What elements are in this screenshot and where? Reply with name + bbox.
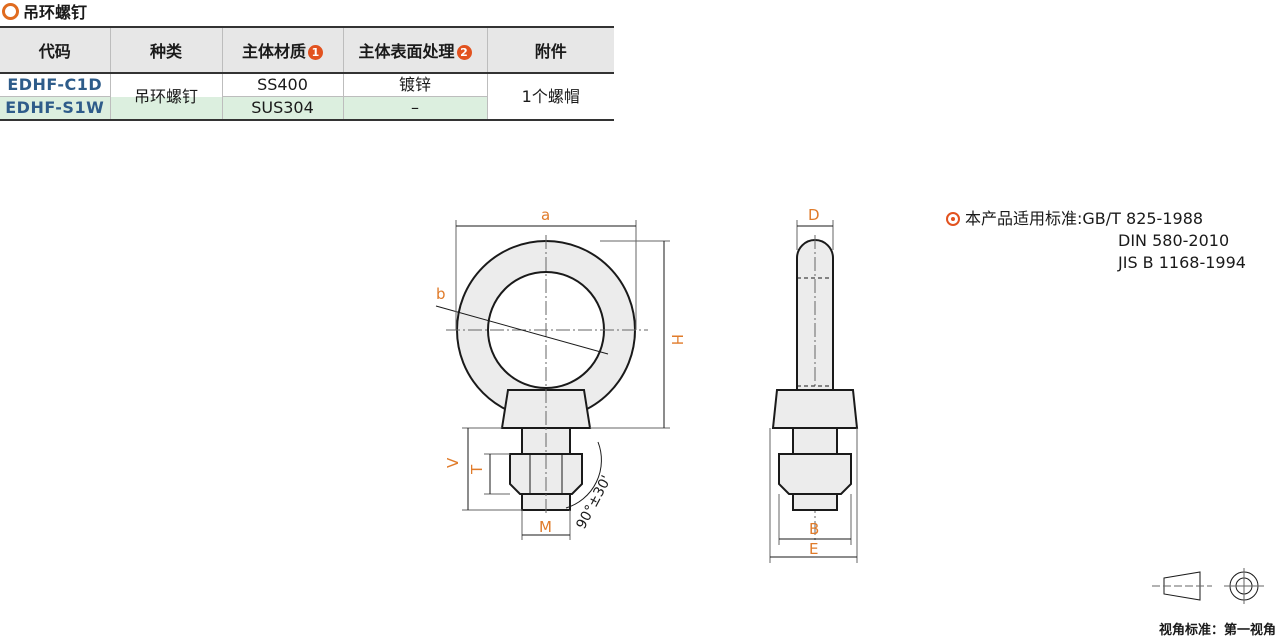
projection-label: 视角标准：第一视角	[1158, 623, 1276, 638]
header-code: 代码	[0, 26, 110, 74]
table-row: EDHF-S1W 吊环螺钉 SUS304 –	[0, 87, 614, 121]
standards-block: 本产品适用标准:GB/T 825-1988 DIN 580-2010 JIS B…	[946, 208, 1246, 274]
projection-cone-icon	[1163, 571, 1201, 601]
cell-kind: 吊环螺钉	[109, 87, 222, 121]
dim-t-label: T	[468, 464, 486, 475]
dim-m-label: M	[539, 518, 552, 536]
cell-material: SS400	[221, 73, 343, 97]
angle-arc	[565, 441, 602, 509]
dim-d-label: D	[808, 206, 820, 224]
side-thread-tip	[792, 493, 838, 511]
header-accessory: 附件	[486, 26, 614, 74]
note-1-badge: 1	[308, 45, 323, 60]
standards-label: 本产品适用标准:GB/T 825-1988	[965, 209, 1204, 228]
table-row: EDHF-C1D SS400 镀锌 1个螺帽	[0, 73, 614, 121]
cell-code[interactable]: EDHF-S1W	[0, 96, 110, 121]
dim-v-label: V	[444, 457, 462, 468]
b-leader	[435, 305, 609, 355]
dim-b-side-label: B	[809, 520, 819, 538]
cell-accessory: 1个螺帽	[486, 73, 614, 121]
target-bullet-icon	[946, 212, 960, 226]
cell-surface: –	[342, 96, 487, 121]
standard-line: JIS B 1168-1994	[1118, 253, 1246, 272]
note-2-badge: 2	[456, 45, 472, 60]
cell-kind-top	[109, 73, 222, 97]
cell-surface: 镀锌	[342, 73, 487, 97]
side-collar	[771, 389, 859, 429]
dim-h-label: H	[668, 334, 686, 345]
header-kind: 种类	[109, 26, 222, 74]
side-shank	[792, 427, 838, 455]
cell-material: SUS304	[221, 96, 343, 121]
dim-e-label: E	[809, 540, 818, 558]
dim-b-label: b	[436, 285, 446, 303]
section-title: 吊环螺钉	[2, 1, 88, 22]
cell-code[interactable]: EDHF-C1D	[0, 73, 110, 97]
section-title-text: 吊环螺钉	[23, 3, 88, 22]
dim-a-label: a	[541, 206, 550, 224]
header-surface-label: 主体表面处理	[358, 42, 455, 61]
header-material-label: 主体材质	[241, 42, 306, 61]
standard-line: DIN 580-2010	[1118, 231, 1230, 250]
side-nut	[778, 453, 852, 495]
circle-icon	[2, 2, 19, 20]
kind-text: 吊环螺钉	[133, 86, 198, 106]
